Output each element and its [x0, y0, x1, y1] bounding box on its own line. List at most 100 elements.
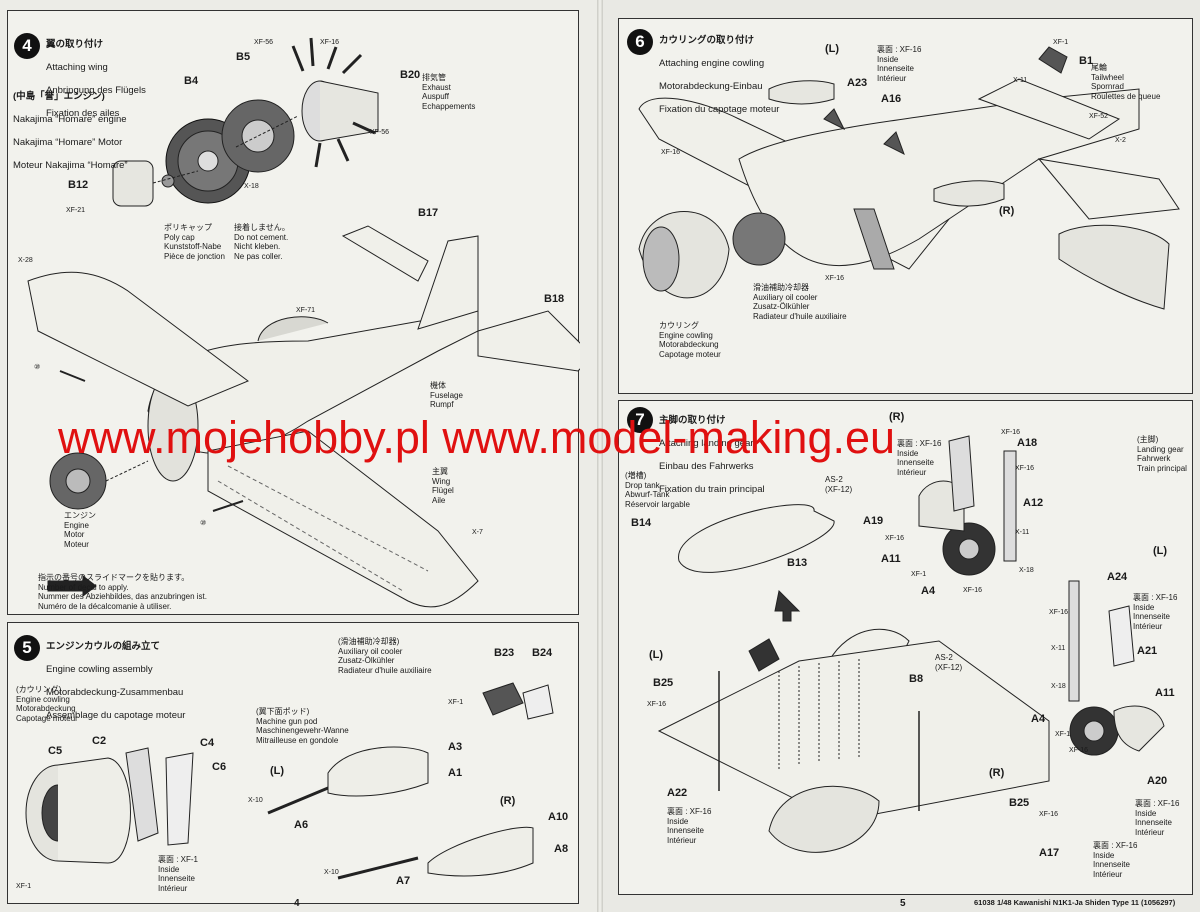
- paint-code: XF-16: [1001, 429, 1021, 436]
- step5-drawing: [25, 682, 554, 880]
- part-label: A4: [1031, 713, 1046, 725]
- part-label: A1: [448, 767, 463, 779]
- part-label: A10: [548, 811, 569, 823]
- part-label: A4: [921, 585, 936, 597]
- decal-number: ⑩: [34, 364, 41, 371]
- oilcooler-label: (滑油補助冷却器) Auxiliary oil cooler Zusatz-Öl…: [338, 637, 432, 675]
- left-marker: (L): [825, 43, 840, 55]
- part-label: A16: [881, 93, 902, 105]
- right-marker: (R): [889, 411, 905, 423]
- inside-label: 裏面 : XF-1 Inside Innenseite Intérieur: [158, 855, 199, 893]
- paint-code: X-18: [1019, 567, 1034, 574]
- inside-label: 裏面 : XF-16 Inside Innenseite Intérieur: [877, 45, 922, 83]
- paint-code: X-10: [248, 797, 263, 804]
- cowling-label: カウリング Engine cowling Motorabdeckung Capo…: [659, 321, 721, 359]
- step-number: 5: [14, 635, 40, 661]
- paint-code: X-18: [244, 183, 259, 190]
- step-title: 翼の取り付け Attaching wing Anbringung des Flü…: [46, 38, 146, 119]
- inside-label-a20: 裏面 : XF-16 Inside Innenseite Intérieur: [1135, 799, 1180, 837]
- oilcooler-label: 滑油補助冷却器 Auxiliary oil cooler Zusatz-Ölkü…: [753, 283, 847, 321]
- left-marker-lower: (L): [649, 649, 664, 661]
- step7-panel: 7 主脚の取り付け Attaching landing gear Einbau …: [618, 400, 1193, 895]
- right-marker: (R): [999, 205, 1015, 217]
- paint-code: XF-56: [370, 129, 390, 136]
- part-label: B8: [909, 673, 924, 685]
- part-label: A11: [1155, 687, 1175, 699]
- part-label: B20: [400, 69, 421, 81]
- step4-panel: 4 翼の取り付け Attaching wing Anbringung des F…: [7, 10, 580, 615]
- paint-code: XF-1: [16, 883, 32, 890]
- maingear-label: (主脚) Landing gear Fahrwerk Train princip…: [1137, 435, 1187, 473]
- inside-label-a18: 裏面 : XF-16 Inside Innenseite Intérieur: [897, 439, 942, 477]
- paint-code: XF-16: [1049, 609, 1069, 616]
- watermark: www.mojehobby.pl www.model-making.eu: [58, 412, 896, 463]
- nocement-label: 接着しません。 Do not cement. Nicht kleben. Ne …: [234, 223, 290, 261]
- part-label: A7: [396, 875, 411, 887]
- part-label: C5: [48, 745, 63, 757]
- paint-code: XF-16: [885, 535, 905, 542]
- paint-code: XF-1: [1055, 731, 1071, 738]
- inside-label-a24: 裏面 : XF-16 Inside Innenseite Intérieur: [1133, 593, 1178, 631]
- paint-code: X-11: [1013, 77, 1028, 84]
- paint-code: XF-16: [1069, 747, 1089, 754]
- step-title: カウリングの取り付け Attaching engine cowling Moto…: [659, 34, 780, 115]
- part-label: A6: [294, 819, 309, 831]
- part-label: A22: [667, 787, 688, 799]
- part-label: B18: [544, 293, 565, 305]
- paint-code: X-7: [472, 529, 483, 536]
- fuselage-label: 機体 Fuselage Rumpf: [430, 381, 463, 409]
- as2-label-lower: AS-2 (XF-12): [935, 653, 963, 672]
- step-number: 4: [14, 33, 40, 59]
- page-fold: [597, 0, 603, 912]
- inside-label-a17: 裏面 : XF-16 Inside Innenseite Intérieur: [1093, 841, 1138, 879]
- step-number: 6: [627, 29, 653, 55]
- part-label: A8: [554, 843, 569, 855]
- wing-label: 主翼 Wing Flügel Aile: [432, 467, 454, 505]
- part-label: A11: [881, 553, 901, 565]
- part-label: B5: [236, 51, 251, 63]
- paint-code: X-18: [1051, 683, 1066, 690]
- part-label: A19: [863, 515, 884, 527]
- as2-label: AS-2 (XF-12): [825, 475, 853, 494]
- step-title: エンジンカウルの組み立て Engine cowling assembly Mot…: [46, 640, 186, 721]
- part-label: B12: [68, 179, 89, 191]
- paint-code: X-11: [1051, 645, 1066, 652]
- paint-code: XF-16: [825, 275, 845, 282]
- left-marker: (L): [1153, 545, 1168, 557]
- paint-code: XF-1: [1053, 39, 1069, 46]
- paint-code: XF-71: [296, 307, 316, 314]
- part-label: A18: [1017, 437, 1038, 449]
- part-label: B1: [1079, 55, 1094, 67]
- paint-code: XF-16: [1015, 465, 1035, 472]
- inside-label-a22: 裏面 : XF-16 Inside Innenseite Intérieur: [667, 807, 712, 845]
- paint-code: XF-16: [661, 149, 681, 156]
- part-label: B17: [418, 207, 439, 219]
- paint-code: XF-21: [66, 207, 86, 214]
- paint-code: X-2: [1115, 137, 1126, 144]
- paint-code: XF-16: [647, 701, 667, 708]
- part-label: A24: [1107, 571, 1128, 583]
- decal-number: ⑩: [200, 520, 207, 527]
- paint-code: XF-16: [1039, 811, 1059, 818]
- part-label: A12: [1023, 497, 1044, 509]
- step7-drawing: [657, 435, 1165, 853]
- paint-code: XF-1: [911, 571, 927, 578]
- part-label: A21: [1137, 645, 1158, 657]
- paint-code: X-11: [1015, 529, 1030, 536]
- right-marker: (R): [500, 795, 516, 807]
- part-label: B25: [1009, 797, 1030, 809]
- gunpod-label: (翼下面ポッド) Machine gun pod Maschinengewehr…: [256, 707, 349, 745]
- part-label: C2: [92, 735, 107, 747]
- tailwheel-label: 尾輪 Tailwheel Spornrad Roulettes de queue: [1091, 63, 1161, 101]
- polycap-label: ポリキャップ Poly cap Kunststoff-Nabe Pièce de…: [164, 223, 225, 261]
- part-label: B13: [787, 557, 808, 569]
- step6-drawing: [638, 46, 1180, 310]
- step-title: 主脚の取り付け Attaching landing gear Einbau de…: [659, 414, 765, 495]
- decal-note: 指示の番号のスライドマークを貼ります。 Number of decal to a…: [38, 573, 207, 611]
- right-marker-lower: (R): [989, 767, 1005, 779]
- step-number: 7: [627, 407, 653, 433]
- paint-code: XF-1: [448, 699, 464, 706]
- part-label: B23: [494, 647, 515, 659]
- step5-panel: 5 エンジンカウルの組み立て Engine cowling assembly M…: [7, 622, 579, 904]
- paint-code: XF-16: [963, 587, 983, 594]
